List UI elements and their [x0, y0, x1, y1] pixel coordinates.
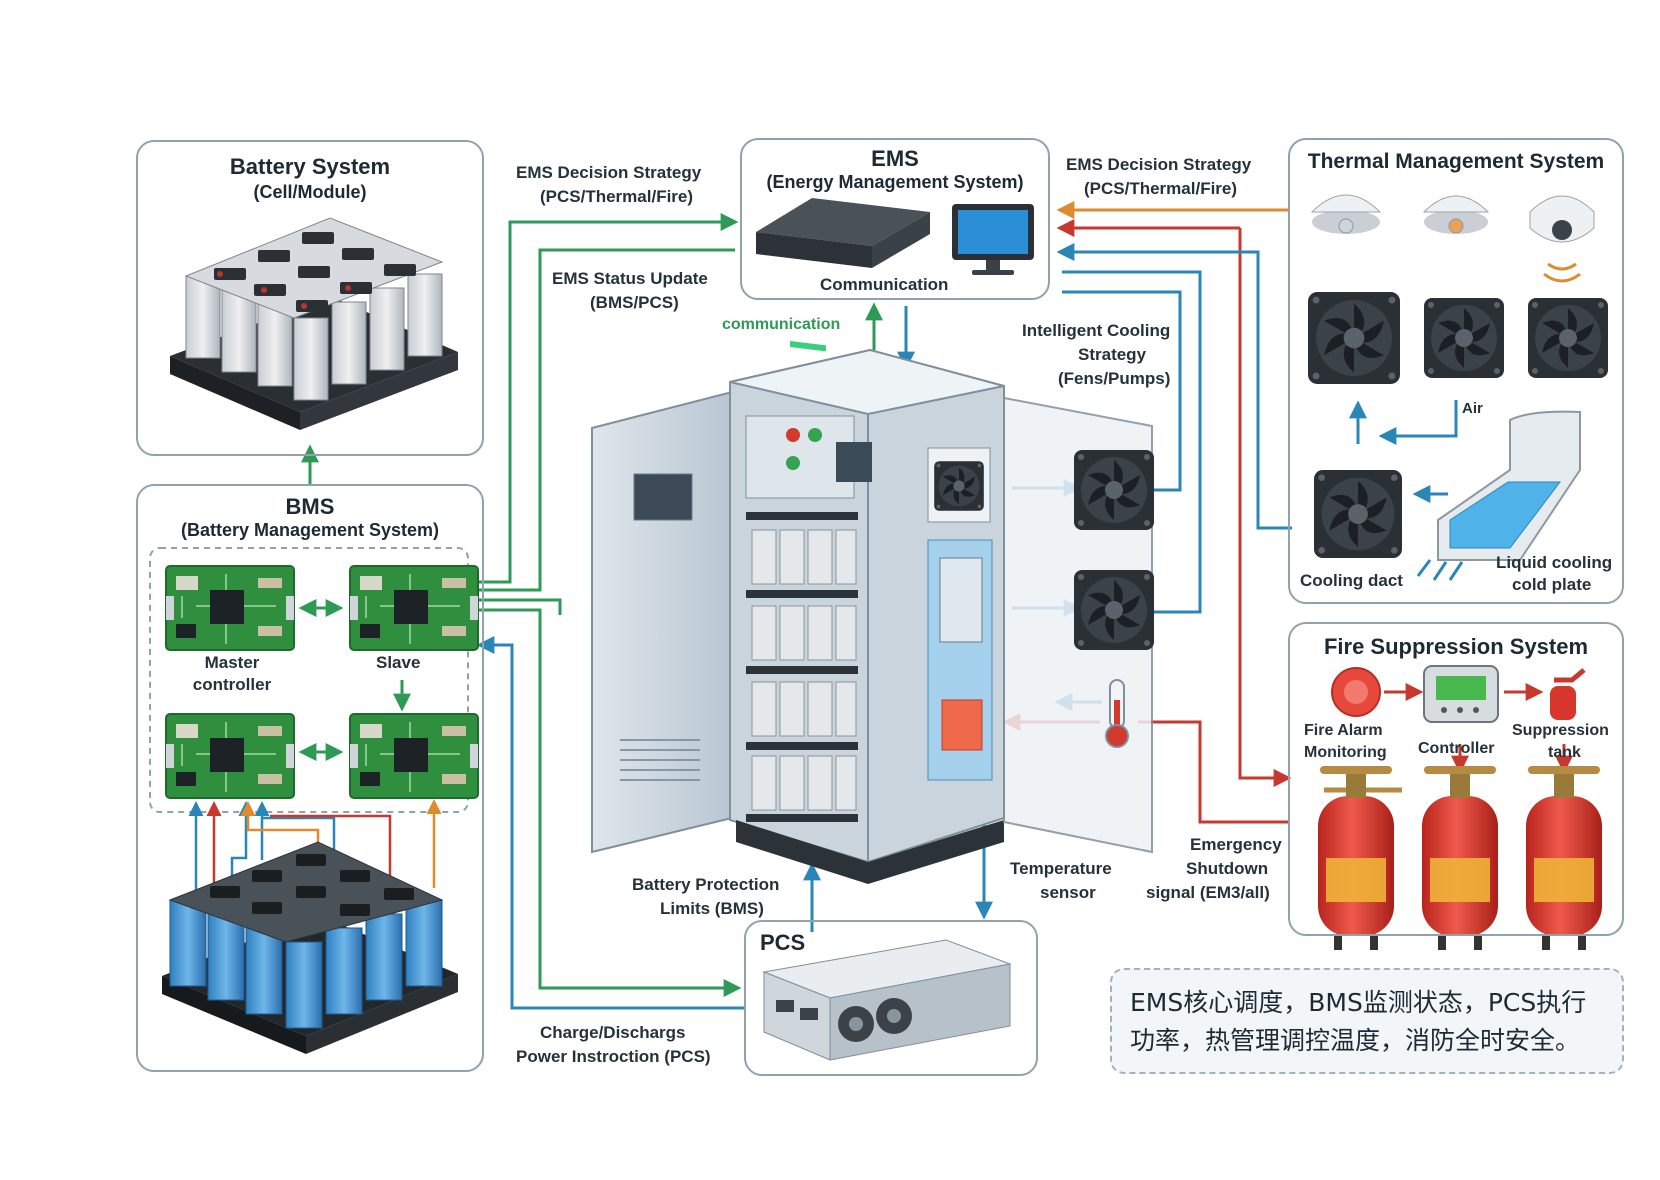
air-flow-arrow: [1378, 400, 1458, 445]
suppression-tank-label-2: tank: [1548, 744, 1581, 761]
emergency-label-2: Shutdown: [1186, 859, 1269, 878]
flow-bms-to-pcs: [476, 608, 742, 997]
battery-system-title: Battery System: [229, 154, 391, 179]
ems-server-box-icon: [756, 198, 930, 352]
ems-decision-right-label-1: EMS Decision Strategy: [1066, 155, 1252, 174]
energy-storage-cabinet-icon: [591, 348, 1153, 884]
liquid-cooling-label-1: Liquid cooling: [1496, 553, 1613, 572]
battery-protection-label-2: Limits (BMS): [660, 899, 764, 918]
thermal-title: Thermal Management System: [1307, 150, 1605, 173]
fire-alarm-label-2: Monitoring: [1304, 744, 1387, 761]
battery-system-panel: Battery System (Cell/Module): [136, 140, 484, 456]
flow-bms-to-ems: [476, 213, 739, 584]
thermometer-icon: [1105, 679, 1129, 748]
alarm-bell-icon: [1331, 667, 1381, 717]
bms-panel: BMS (Battery Management System): [136, 484, 484, 1072]
slave-label: Slave: [376, 653, 421, 672]
ems-status-label-1: EMS Status Update: [552, 269, 708, 288]
charge-discharge-label-1: Charge/Dischargs: [540, 1023, 686, 1042]
charge-discharge-label-2: Power Instroction (PCS): [516, 1047, 711, 1066]
cooling-strategy-label-1: Intelligent Cooling: [1022, 321, 1171, 340]
bms-board-group-frame: [149, 547, 469, 813]
ems-decision-left-label-2: (PCS/Thermal/Fire): [540, 187, 694, 206]
summary-note: EMS核心调度，BMS监测状态，PCS执行 功率，热管理调控温度，消防全时安全。: [1110, 968, 1624, 1074]
flow-emergency: [1138, 720, 1288, 824]
suppression-tank-small-icon: [1550, 668, 1586, 720]
liquid-cooling-cold-plate-icon: [1416, 410, 1581, 581]
rack-inverter-icon: [762, 939, 1012, 1061]
thermal-management-panel: Thermal Management System: [1288, 138, 1624, 604]
flow-bms-comm: [476, 598, 562, 615]
controller-panel-icon: [1423, 665, 1499, 723]
controller-label: Controller: [1418, 740, 1495, 757]
master-controller-label: Master controller: [192, 653, 272, 694]
pcs-panel: PCS: [744, 920, 1038, 1076]
communication-flow-label: communication: [722, 316, 841, 333]
flow-pcs-to-bms: [476, 636, 744, 1010]
liquid-cooling-label-2: cold plate: [1512, 575, 1592, 594]
smoke-detector-1-icon: [1310, 194, 1382, 234]
fire-title: Fire Suppression System: [1323, 634, 1589, 659]
battery-module-blue-icon: [162, 841, 458, 1054]
flow-cooling-strategy: [1062, 270, 1202, 614]
pcs-title: PCS: [760, 930, 806, 955]
battery-system-subtitle: (Cell/Module): [253, 182, 367, 202]
smoke-detector-3-icon: [1529, 195, 1595, 283]
fire-suppression-panel: Fire Suppression System: [1288, 622, 1624, 936]
cooling-strategy-label-3: (Fens/Pumps): [1058, 369, 1171, 388]
summary-line-1: EMS核心调度，BMS监测状态，PCS执行: [1130, 988, 1587, 1017]
summary-line-2: 功率，热管理调控温度，消防全时安全。: [1130, 1026, 1581, 1055]
bms-subtitle: (Battery Management System): [180, 520, 440, 540]
fire-alarm-label-1: Fire Alarm: [1304, 722, 1383, 739]
ems-status-label-2: (BMS/PCS): [590, 293, 679, 312]
cooling-duct-label: Cooling dact: [1300, 571, 1403, 590]
ems-title: EMS: [871, 146, 919, 171]
air-label: Air: [1462, 400, 1483, 417]
suppression-tank-label-1: Suppression: [1512, 722, 1609, 739]
bms-title: BMS: [285, 494, 335, 519]
ems-decision-left-label-1: EMS Decision Strategy: [516, 163, 702, 182]
cabinet-fan-2-icon: [1074, 570, 1154, 650]
battery-protection-label-1: Battery Protection: [632, 875, 780, 894]
battery-module-grey-icon: [170, 217, 458, 430]
emergency-label-3: signal (EM3/all): [1146, 883, 1270, 902]
temperature-sensor-label-1: Temperature: [1010, 859, 1112, 878]
smoke-detector-2-icon: [1422, 195, 1490, 234]
flow-ems-status: [476, 248, 735, 592]
cooling-strategy-label-2: Strategy: [1078, 345, 1147, 364]
ems-communication-label: Communication: [820, 275, 949, 294]
cabinet-fan-1-icon: [1074, 450, 1154, 530]
ems-decision-right-label-2: (PCS/Thermal/Fire): [1084, 179, 1238, 198]
flow-thermal-to-ems: [1056, 243, 1292, 530]
flow-ems-to-fire: [1238, 228, 1292, 787]
temperature-sensor-label-2: sensor: [1040, 883, 1096, 902]
emergency-label-1: Emergency: [1190, 835, 1282, 854]
ems-subtitle: (Energy Management System): [766, 172, 1024, 192]
ems-panel: EMS (Energy Management System) Communica…: [740, 138, 1050, 300]
ems-monitor-icon: [952, 204, 1034, 275]
